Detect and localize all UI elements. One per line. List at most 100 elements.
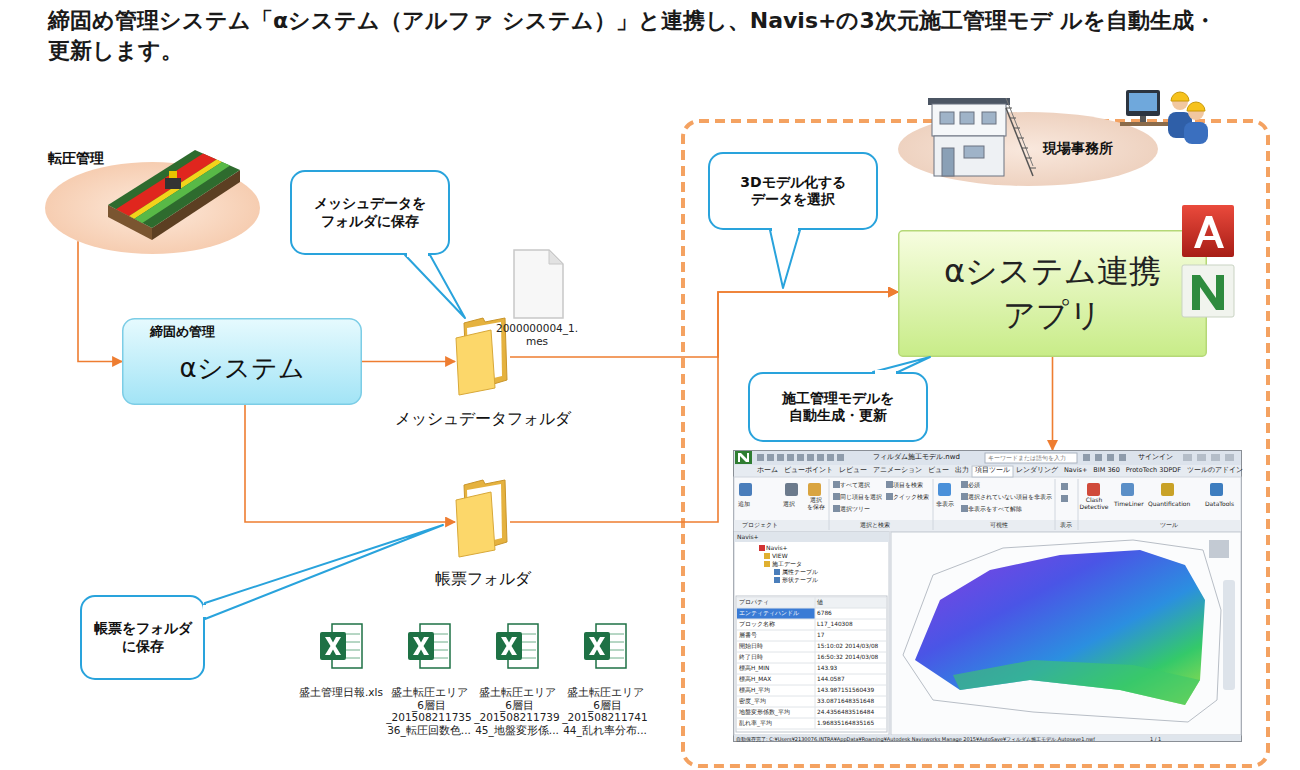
mes-file-icon [549,250,563,264]
building-stairs [1022,148,1028,149]
screenshot-text: 17 [817,632,824,639]
screenshot-text: Quantification [1148,500,1190,507]
title-text: 締固め管理システム「αシステム（アルファ システム）」と連携し、Navis+の3… [48,6,1273,67]
office-ellipse: 現場事務所 [898,112,1158,186]
screenshot-text: 終了日時 [739,654,763,661]
folder-icon-text: 帳票フォルダ [435,569,531,589]
folder-front [456,492,495,557]
folder-icon-shape [455,480,510,557]
building-window [964,146,984,158]
screenshot-text: 開始日時 [739,643,763,650]
property-grid [737,608,886,609]
tree-panel [734,532,889,542]
folder-icon [456,480,507,557]
callout-bubble-text: 施工管理モデルを 自動生成・更新 [756,390,920,425]
screenshot-text: 選択ツリー [840,505,870,512]
folder-icon: 帳票フォルダ [455,480,510,557]
callout-bubble: メッシュデータを フォルダに保存 [290,170,450,255]
callout-bubble [291,171,449,254]
screenshot-text: 1 / 1 [1150,736,1161,742]
screenshot-text: 標高H_MAX [739,676,771,683]
screenshot-text: 6786 [817,610,832,617]
monitor [1126,90,1160,116]
app-box-text: αシステム連携 アプリ [912,250,1193,336]
ribbon-icon [1210,483,1223,496]
ribbon-icon [739,483,752,496]
property-grid [737,707,886,708]
screenshot-text: 33.0871648351648 [817,698,874,705]
tree-icon [764,553,770,559]
window-button [1211,454,1220,461]
ribbon-icon [833,481,840,488]
autocad-icon [1182,205,1234,257]
roller-ellipse: 転圧管理 [45,162,260,254]
building-stairs [1014,128,1020,129]
callout-bubble [709,153,877,288]
ribbon-icon [886,481,893,488]
window-button [1225,454,1234,461]
property-grid [737,685,886,686]
site-office-region [683,121,1268,766]
building-stairs [1006,108,1033,176]
ribbon-icon [1061,495,1068,502]
property-grid [737,674,886,675]
active-tab [972,466,1013,477]
screenshot-text: Navis+ [737,533,759,540]
ribbon-separator [933,479,934,530]
property-grid [737,597,886,598]
screenshot-text: 標高H_平均 [739,687,770,694]
file-name: 盛土転圧エリア _6層目 _201508211739 45_地盤変形係... [474,686,560,736]
toolbar-icon [1083,454,1090,461]
callout-tail [873,357,930,372]
nav-bar [1223,580,1235,690]
property-grid [737,696,886,697]
screenshot-text: レビュー [839,467,867,475]
screenshot-text: 項目を検索 [893,481,923,488]
callout-bubble-text: 3Dモデル化する データを選択 [716,174,870,209]
tree-icon [774,577,780,583]
callout-bubble [81,596,204,679]
screenshot-window [734,451,1242,742]
flow-arrow [78,241,122,361]
screenshot-text: 表示 [1060,521,1072,528]
callout-bubble [81,525,443,679]
property-grid [737,641,886,642]
autocad-icon [1202,236,1216,240]
screenshot-text: 密度_平均 [739,698,766,705]
building-stairs [1010,118,1016,119]
callout-tail [875,370,896,374]
screenshot-text: Clash Detective [1076,496,1112,510]
property-grid [737,729,886,730]
property-grid [815,597,816,729]
autocad-icon [1182,205,1234,257]
building-stairs [1026,158,1032,159]
building-window [982,112,996,124]
monitor [1129,93,1157,111]
callout-bubble: 帳票をフォルダ に保存 [80,595,205,680]
file-name: 2000000004_1. mes [492,322,582,347]
screenshot-text: ホーム [757,467,778,475]
ribbon-icon [1061,483,1068,490]
mes-file-icon [514,250,563,318]
building-floor [932,104,1006,136]
system-box-text: αシステム [122,352,362,385]
screenshot-text: 値 [817,599,823,606]
building-window [960,112,974,124]
building-stairs [1006,108,1012,109]
screenshot-text: 選択されていない項目を非表示 [968,493,1052,500]
screenshot-text: 1.96835164835165 [817,720,874,727]
screenshot-text: レンダリング [1016,467,1058,475]
office-workers [1120,90,1208,144]
tree-icon [764,561,770,567]
tree-icon [774,569,780,575]
flow-arrow [1052,357,1054,450]
roller-ellipse-shape [45,162,260,254]
terrain-outline [903,540,1221,722]
callout-bubble-text: 帳票をフォルダ に保存 [88,620,197,655]
toolbar-icon [797,454,804,461]
screenshot-text: サインイン [1138,453,1173,461]
toolbar-icon [1107,454,1114,461]
ribbon-icon [961,493,968,500]
flow-arrow [362,361,455,363]
